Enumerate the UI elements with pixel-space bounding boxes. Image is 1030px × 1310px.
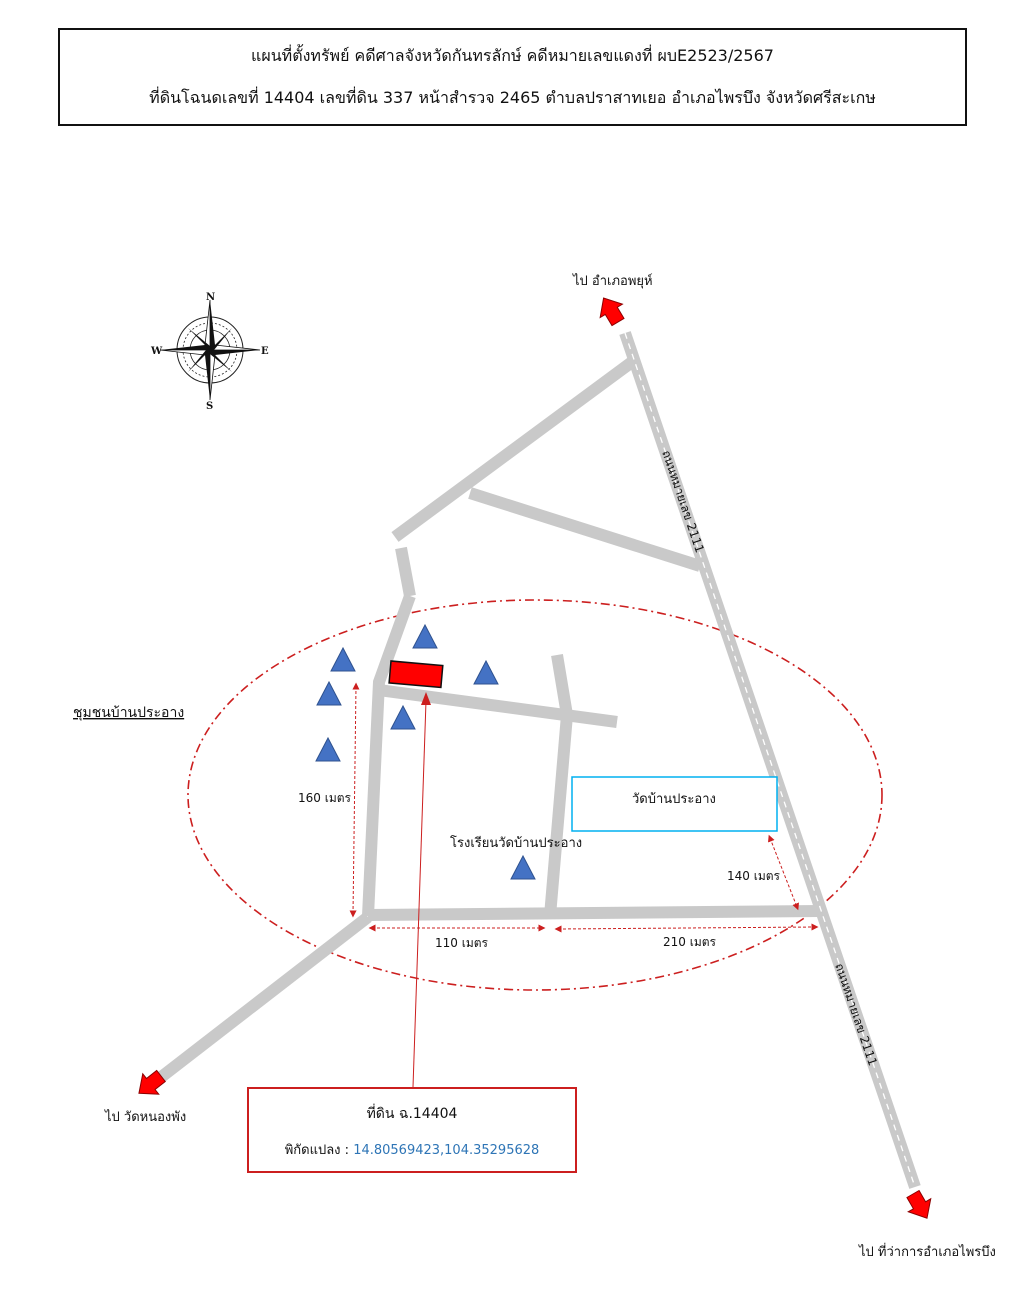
direction-label-bottom-right: ไป ที่ว่าการอำเภอไพรบึง [858, 1243, 996, 1260]
compass-s: S [206, 401, 213, 412]
parcel-title: ที่ดิน ฉ.14404 [366, 1106, 458, 1122]
house-icon [315, 736, 341, 762]
community-boundary [187, 599, 883, 991]
arrow-north-icon [599, 297, 625, 327]
compass-e: E [261, 346, 269, 357]
road-network [156, 331, 921, 1189]
road-to-parcel [378, 684, 618, 728]
highway-label-upper: ถนนหมายเลข 2111 [659, 448, 707, 554]
house-icon [412, 623, 438, 649]
community-label: ชุมชนบ้านประอาง [73, 705, 184, 721]
road-southwest [156, 912, 372, 1083]
road-northwest [391, 357, 636, 542]
distance-line-210 [554, 923, 819, 933]
arrow-southeast-icon [906, 1189, 932, 1219]
parcel-leader-line [412, 700, 427, 1088]
direction-label-top: ไป อำเภอพยุห์ [572, 273, 653, 289]
distance-line-140 [768, 834, 799, 911]
distance-lines [349, 682, 819, 933]
parcel-marker [388, 660, 444, 689]
parcel-info-box: ที่ดิน ฉ.14404 พิกัดแปลง : 14.80569423,1… [247, 1087, 577, 1173]
road-center-lower [544, 714, 573, 917]
distance-label-160: 160 เมตร [298, 791, 352, 805]
house-icon [473, 659, 499, 685]
road-west-vertical [362, 593, 416, 917]
distance-label-140: 140 เมตร [727, 869, 781, 883]
title-box: แผนที่ตั้งทรัพย์ คดีศาลจังหวัดกันทรลักษ์… [58, 28, 967, 126]
compass-w: W [150, 346, 163, 357]
temple-box [571, 776, 778, 832]
compass-rose-icon: N S E W [150, 292, 269, 412]
arrow-southwest-icon [138, 1069, 167, 1095]
road-south [367, 905, 821, 921]
house-icon [330, 646, 356, 672]
parcel-coord-label: พิกัดแปลง : [284, 1143, 354, 1158]
title-line-1: แผนที่ตั้งทรัพย์ คดีศาลจังหวัดกันทรลักษ์… [251, 46, 774, 65]
parcel-leader-arrowhead [421, 692, 431, 705]
road-northeast-branch [468, 487, 702, 572]
house-icon [316, 680, 342, 706]
direction-label-bottom-left: ไป วัดหนองพัง [104, 1109, 186, 1125]
road-north-stub [395, 546, 416, 598]
house-markers [315, 623, 536, 880]
parcel-coord-value: 14.80569423,104.35295628 [353, 1143, 540, 1158]
distance-label-110: 110 เมตร [435, 936, 489, 950]
school-label: โรงเรียนวัดบ้านประอาง [450, 835, 582, 851]
house-icon [510, 854, 536, 880]
temple-label: วัดบ้านประอาง [632, 792, 716, 807]
compass-n: N [206, 292, 215, 303]
road-center-vertical [551, 654, 573, 716]
highway-centerline [624, 332, 916, 1188]
distance-line-160 [349, 682, 360, 918]
house-icon [390, 704, 416, 730]
distance-label-210: 210 เมตร [663, 935, 717, 949]
parcel-coord-row: พิกัดแปลง : 14.80569423,104.35295628 [249, 1139, 575, 1160]
highway-label-lower: ถนนหมายเลข 2111 [832, 961, 880, 1067]
title-line-2: ที่ดินโฉนดเลขที่ 14404 เลขที่ดิน 337 หน้… [149, 88, 876, 107]
